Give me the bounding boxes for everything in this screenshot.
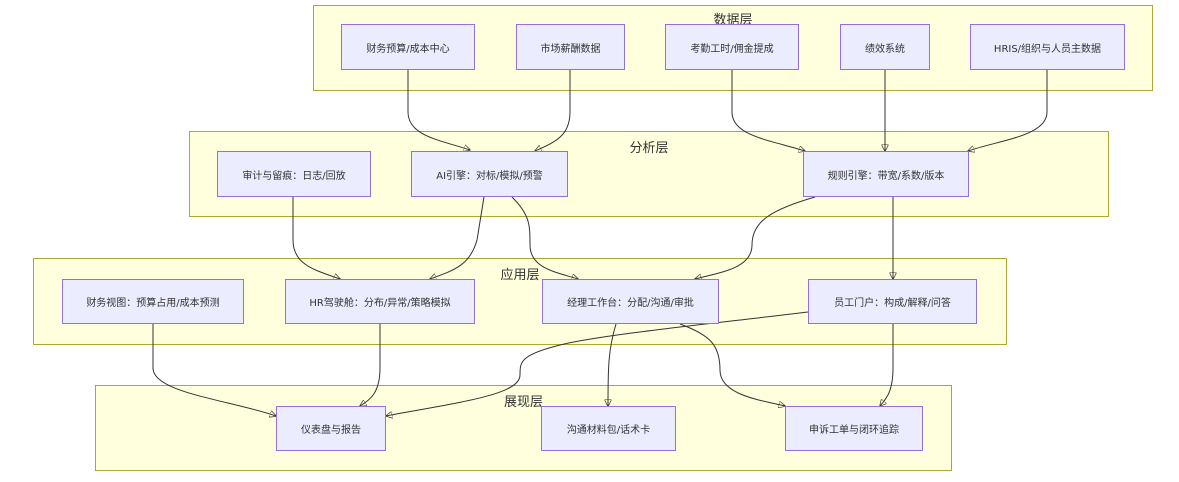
edge-manager-to-comm: [608, 323, 617, 406]
node-performance[interactable]: 绩效系统: [840, 24, 930, 70]
node-dashboard[interactable]: 仪表盘与报告: [276, 406, 386, 451]
node-finance-budget[interactable]: 财务预算/成本中心: [341, 24, 475, 70]
node-attendance[interactable]: 考勤工时/佣金提成: [665, 24, 799, 70]
edge-audit-to-cockpit: [292, 197, 340, 279]
edge-finance-to-ai: [407, 70, 470, 150]
edge-finance-view-to-dashboard: [152, 324, 276, 416]
node-hr-cockpit[interactable]: HR驾驶舱：分布/异常/策略模拟: [285, 279, 475, 324]
analysis-layer-title: 分析层: [629, 141, 669, 156]
edge-ai-to-cockpit: [430, 196, 485, 279]
edge-cockpit-to-dashboard: [360, 324, 381, 406]
edge-ai-to-manager: [511, 196, 578, 279]
node-rule-engine[interactable]: 规则引擎：带宽/系数/版本: [803, 151, 969, 197]
edge-manager-to-appeal: [679, 323, 785, 406]
node-manager-desk[interactable]: 经理工作台：分配/沟通/审批: [542, 279, 719, 324]
edge-hris-to-rule: [968, 70, 1048, 151]
presentation-layer-title: 展现层: [503, 395, 543, 410]
node-appeal[interactable]: 申诉工单与闭环追踪: [785, 406, 923, 451]
node-market-salary[interactable]: 市场薪酬数据: [516, 24, 625, 70]
edge-portal-to-appeal: [880, 324, 894, 406]
node-audit[interactable]: 审计与留痕：日志/回放: [217, 151, 371, 197]
edge-rule-to-manager: [695, 196, 816, 279]
edge-market-to-ai: [535, 70, 571, 151]
node-hris[interactable]: HRIS/组织与人员主数据: [970, 24, 1125, 70]
node-finance-view[interactable]: 财务视图：预算占用/成本预测: [62, 279, 244, 324]
edge-attendance-to-rule: [731, 70, 805, 151]
node-employee-portal[interactable]: 员工门户：构成/解释/问答: [808, 279, 977, 324]
node-comm-pack[interactable]: 沟通材料包/话术卡: [541, 406, 676, 451]
node-ai-engine[interactable]: AI引擎：对标/模拟/预警: [411, 151, 568, 197]
application-layer-title: 应用层: [500, 268, 540, 283]
edge-portal-to-dashboard: [386, 311, 809, 416]
